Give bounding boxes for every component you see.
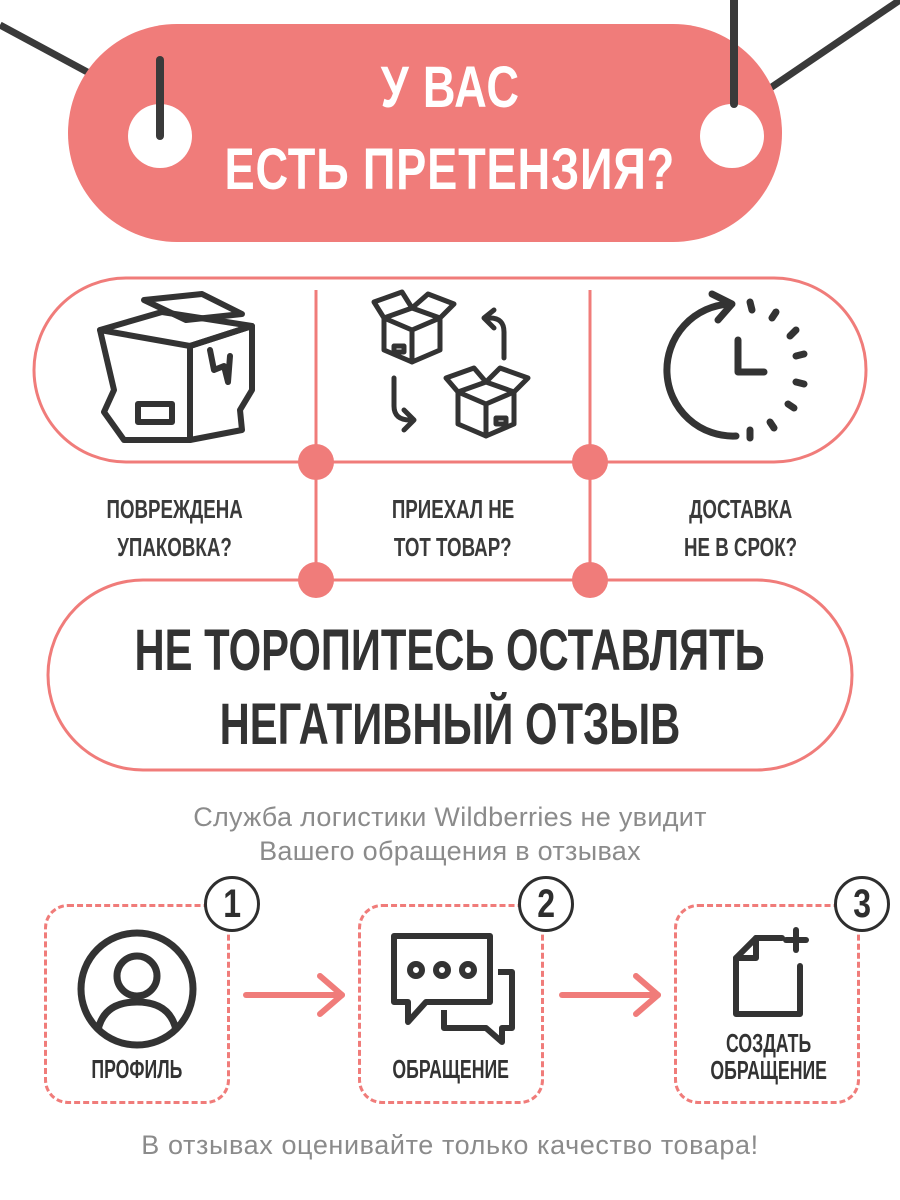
page-title-line1: У ВАС — [380, 55, 520, 120]
clock-icon — [663, 290, 808, 442]
note-line1: Служба логистики Wildberries не увидит — [193, 802, 707, 832]
page-title-line2: ЕСТЬ ПРЕТЕНЗИЯ? — [224, 137, 676, 202]
step-label-profile: ПРОФИЛЬ — [91, 1054, 183, 1084]
new-document-icon — [733, 927, 809, 1017]
step-label-appeal: ОБРАЩЕНИЕ — [392, 1054, 510, 1084]
arrow-icon — [559, 973, 661, 1017]
banner-line2: НЕГАТИВНЫЙ ОТЗЫВ — [219, 692, 681, 757]
step-profile[interactable] — [44, 904, 230, 1104]
sign-hooks — [156, 0, 738, 140]
chat-bubbles-icon — [391, 933, 515, 1045]
step-appeal[interactable] — [358, 904, 544, 1104]
step-label-create-appeal: СОЗДАТЬ ОБРАЩЕНИЕ — [710, 1028, 828, 1085]
arrow-icon — [243, 973, 345, 1017]
banner-line1: НЕ ТОРОПИТЕСЬ ОСТАВЛЯТЬ — [134, 618, 766, 683]
footer-text: В отзывах оценивайте только качество тов… — [141, 1130, 759, 1160]
step-number-2: 2 — [518, 876, 574, 932]
exchange-boxes-icon — [371, 289, 531, 439]
step-create-appeal[interactable] — [674, 904, 860, 1104]
problem-label-damaged: ПОВРЕЖДЕНА УПАКОВКА? — [106, 494, 244, 562]
profile-icon — [77, 929, 197, 1049]
damaged-box-icon — [97, 291, 255, 443]
step-number-3: 3 — [834, 876, 890, 932]
note-line2: Вашего обращения в отзывах — [259, 836, 641, 866]
problems-frame — [32, 276, 868, 772]
problem-label-late: ДОСТАВКА НЕ В СРОК? — [684, 494, 798, 562]
problem-label-wrong-item: ПРИЕХАЛ НЕ ТОТ ТОВАР? — [391, 494, 515, 562]
sign-hole-right — [700, 104, 764, 168]
step-number-1: 1 — [204, 876, 260, 932]
